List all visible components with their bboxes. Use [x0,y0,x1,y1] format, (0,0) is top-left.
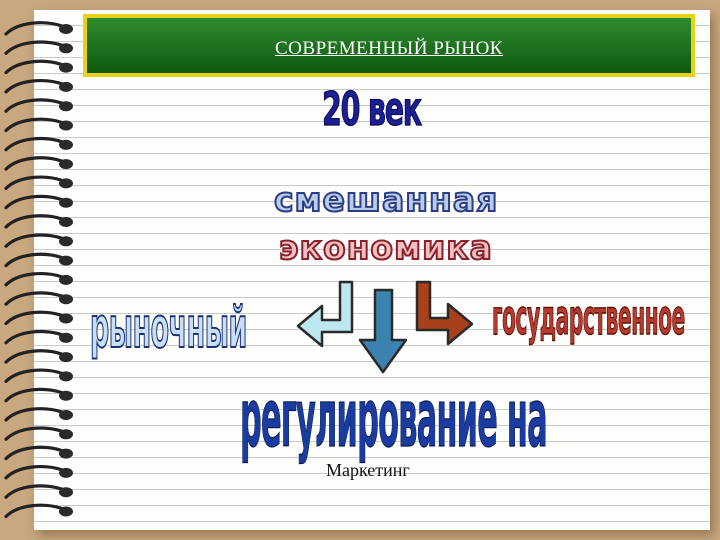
century-text: 20 век [322,81,423,136]
binding-hole [59,429,73,440]
binding-hole [59,294,73,305]
binding-hole [59,487,73,498]
ruled-lines [34,10,710,530]
binding-ring [4,484,64,499]
binding-hole [59,217,73,227]
binding-ring [4,136,64,152]
binding-ring [4,156,64,171]
binding-hole [59,255,73,266]
title-banner: СОВРЕМЕННЫЙ РЫНОК [83,14,695,77]
binding-ring [4,59,64,75]
binding-ring [4,252,64,268]
binding-hole [59,371,73,382]
binding-hole [59,24,73,34]
binding-ring [4,291,64,306]
binding-ring [4,349,64,364]
binding-ring [4,272,64,287]
regulation-text: регулирование на [240,371,548,465]
binding-ring [4,329,64,345]
binding-ring [4,310,64,326]
market-text: рыночный [90,295,248,362]
binding-ring [4,445,64,461]
binding-ring [4,117,64,133]
binding-hole [59,197,73,208]
binding-hole [59,139,73,150]
binding-ring [4,407,64,422]
binding-ring [4,194,64,210]
binding-hole [59,506,73,517]
binding-hole [59,352,73,363]
binding-ring [4,98,64,113]
binding-ring [4,40,64,55]
binding-hole [59,159,73,170]
binding-hole [59,410,73,420]
state-text: государственное [492,289,686,346]
arrow-left-icon [296,280,354,348]
binding-hole [59,178,73,189]
binding-ring [4,21,64,36]
notebook-page [34,10,710,530]
binding-hole [59,274,73,285]
arrow-down-icon [358,288,408,374]
binding-hole [59,81,73,92]
binding-ring [4,426,64,441]
binding-ring [4,387,64,403]
binding-ring [4,368,64,383]
binding-ring [4,233,64,248]
binding-hole [59,101,73,112]
binding-ring [4,465,64,480]
binding-hole [59,236,73,247]
binding-hole [59,467,73,478]
binding-ring [4,79,64,94]
binding-hole [59,43,73,54]
binding-ring [4,175,64,190]
marketing-label: Маркетинг [326,460,410,480]
spiral-binding [4,21,73,519]
binding-ring [4,503,64,519]
binding-hole [59,313,73,324]
arrow-right-icon [415,280,474,346]
binding-ring [4,214,64,229]
binding-hole [59,448,73,459]
binding-hole [59,62,73,73]
mixed-text: смешанная [273,179,499,220]
economy-text: экономика [278,227,493,268]
slide-title: СОВРЕМЕННЫЙ РЫНОК [275,38,503,59]
binding-hole [59,332,73,343]
binding-hole [59,120,73,131]
binding-hole [59,390,73,401]
